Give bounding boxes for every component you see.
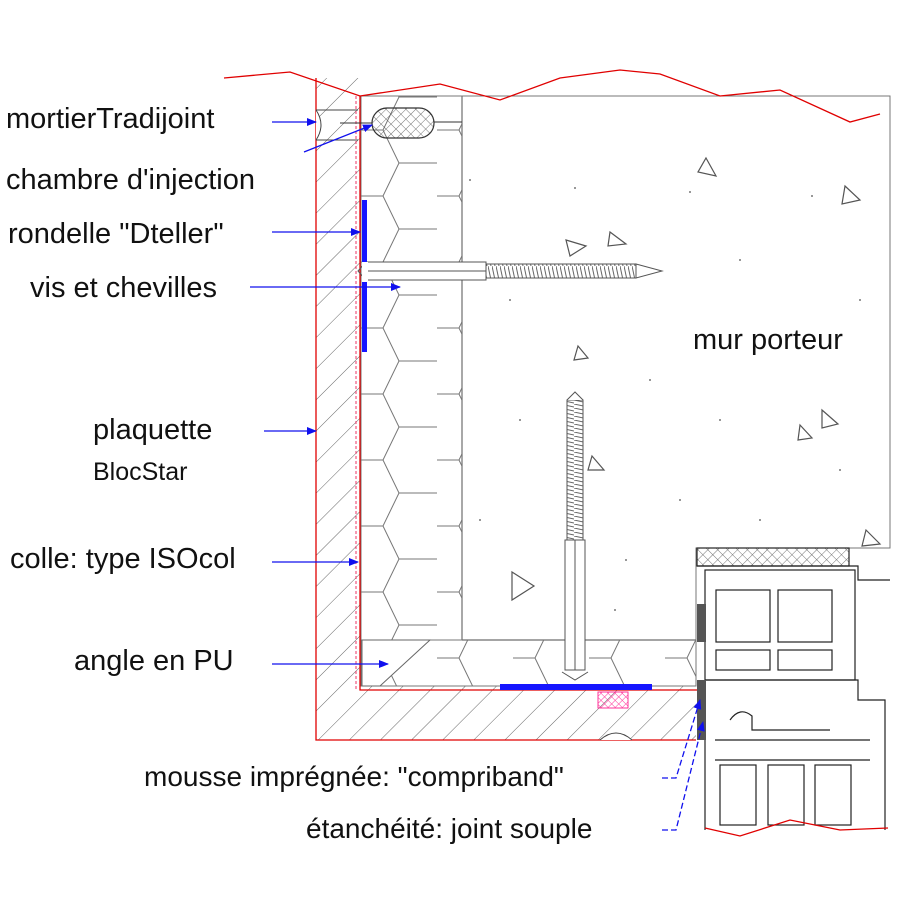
label-mortier: mortierTradijoint — [6, 103, 214, 135]
pu-angle — [361, 639, 432, 687]
label-colle: colle: type ISOcol — [10, 543, 236, 575]
bottom-washer — [500, 684, 652, 690]
vertical-screw — [561, 391, 589, 681]
aggregate-triangles — [511, 156, 882, 602]
label-mur-porteur: mur porteur — [693, 324, 843, 356]
label-etancheite: étanchéité: joint souple — [306, 813, 592, 844]
compriband-lower — [697, 680, 706, 740]
label-blocstar: BlocStar — [93, 458, 187, 486]
label-plaquette: plaquette — [93, 414, 212, 446]
label-rondelle: rondelle "Dteller" — [8, 218, 224, 250]
break-lines — [223, 69, 889, 837]
label-angle-pu: angle en PU — [74, 645, 234, 677]
leader-lines — [250, 118, 705, 831]
compriband-upper — [697, 604, 706, 642]
label-mousse: mousse imprégnée: "compriband" — [144, 761, 564, 792]
horizontal-screw — [357, 261, 664, 281]
backer-rod — [340, 107, 462, 139]
pink-seal — [597, 691, 629, 709]
window-frame — [696, 547, 890, 830]
aggregate-dots — [469, 179, 861, 611]
label-vis: vis et chevilles — [30, 272, 217, 304]
label-chambre: chambre d'injection — [6, 164, 255, 196]
